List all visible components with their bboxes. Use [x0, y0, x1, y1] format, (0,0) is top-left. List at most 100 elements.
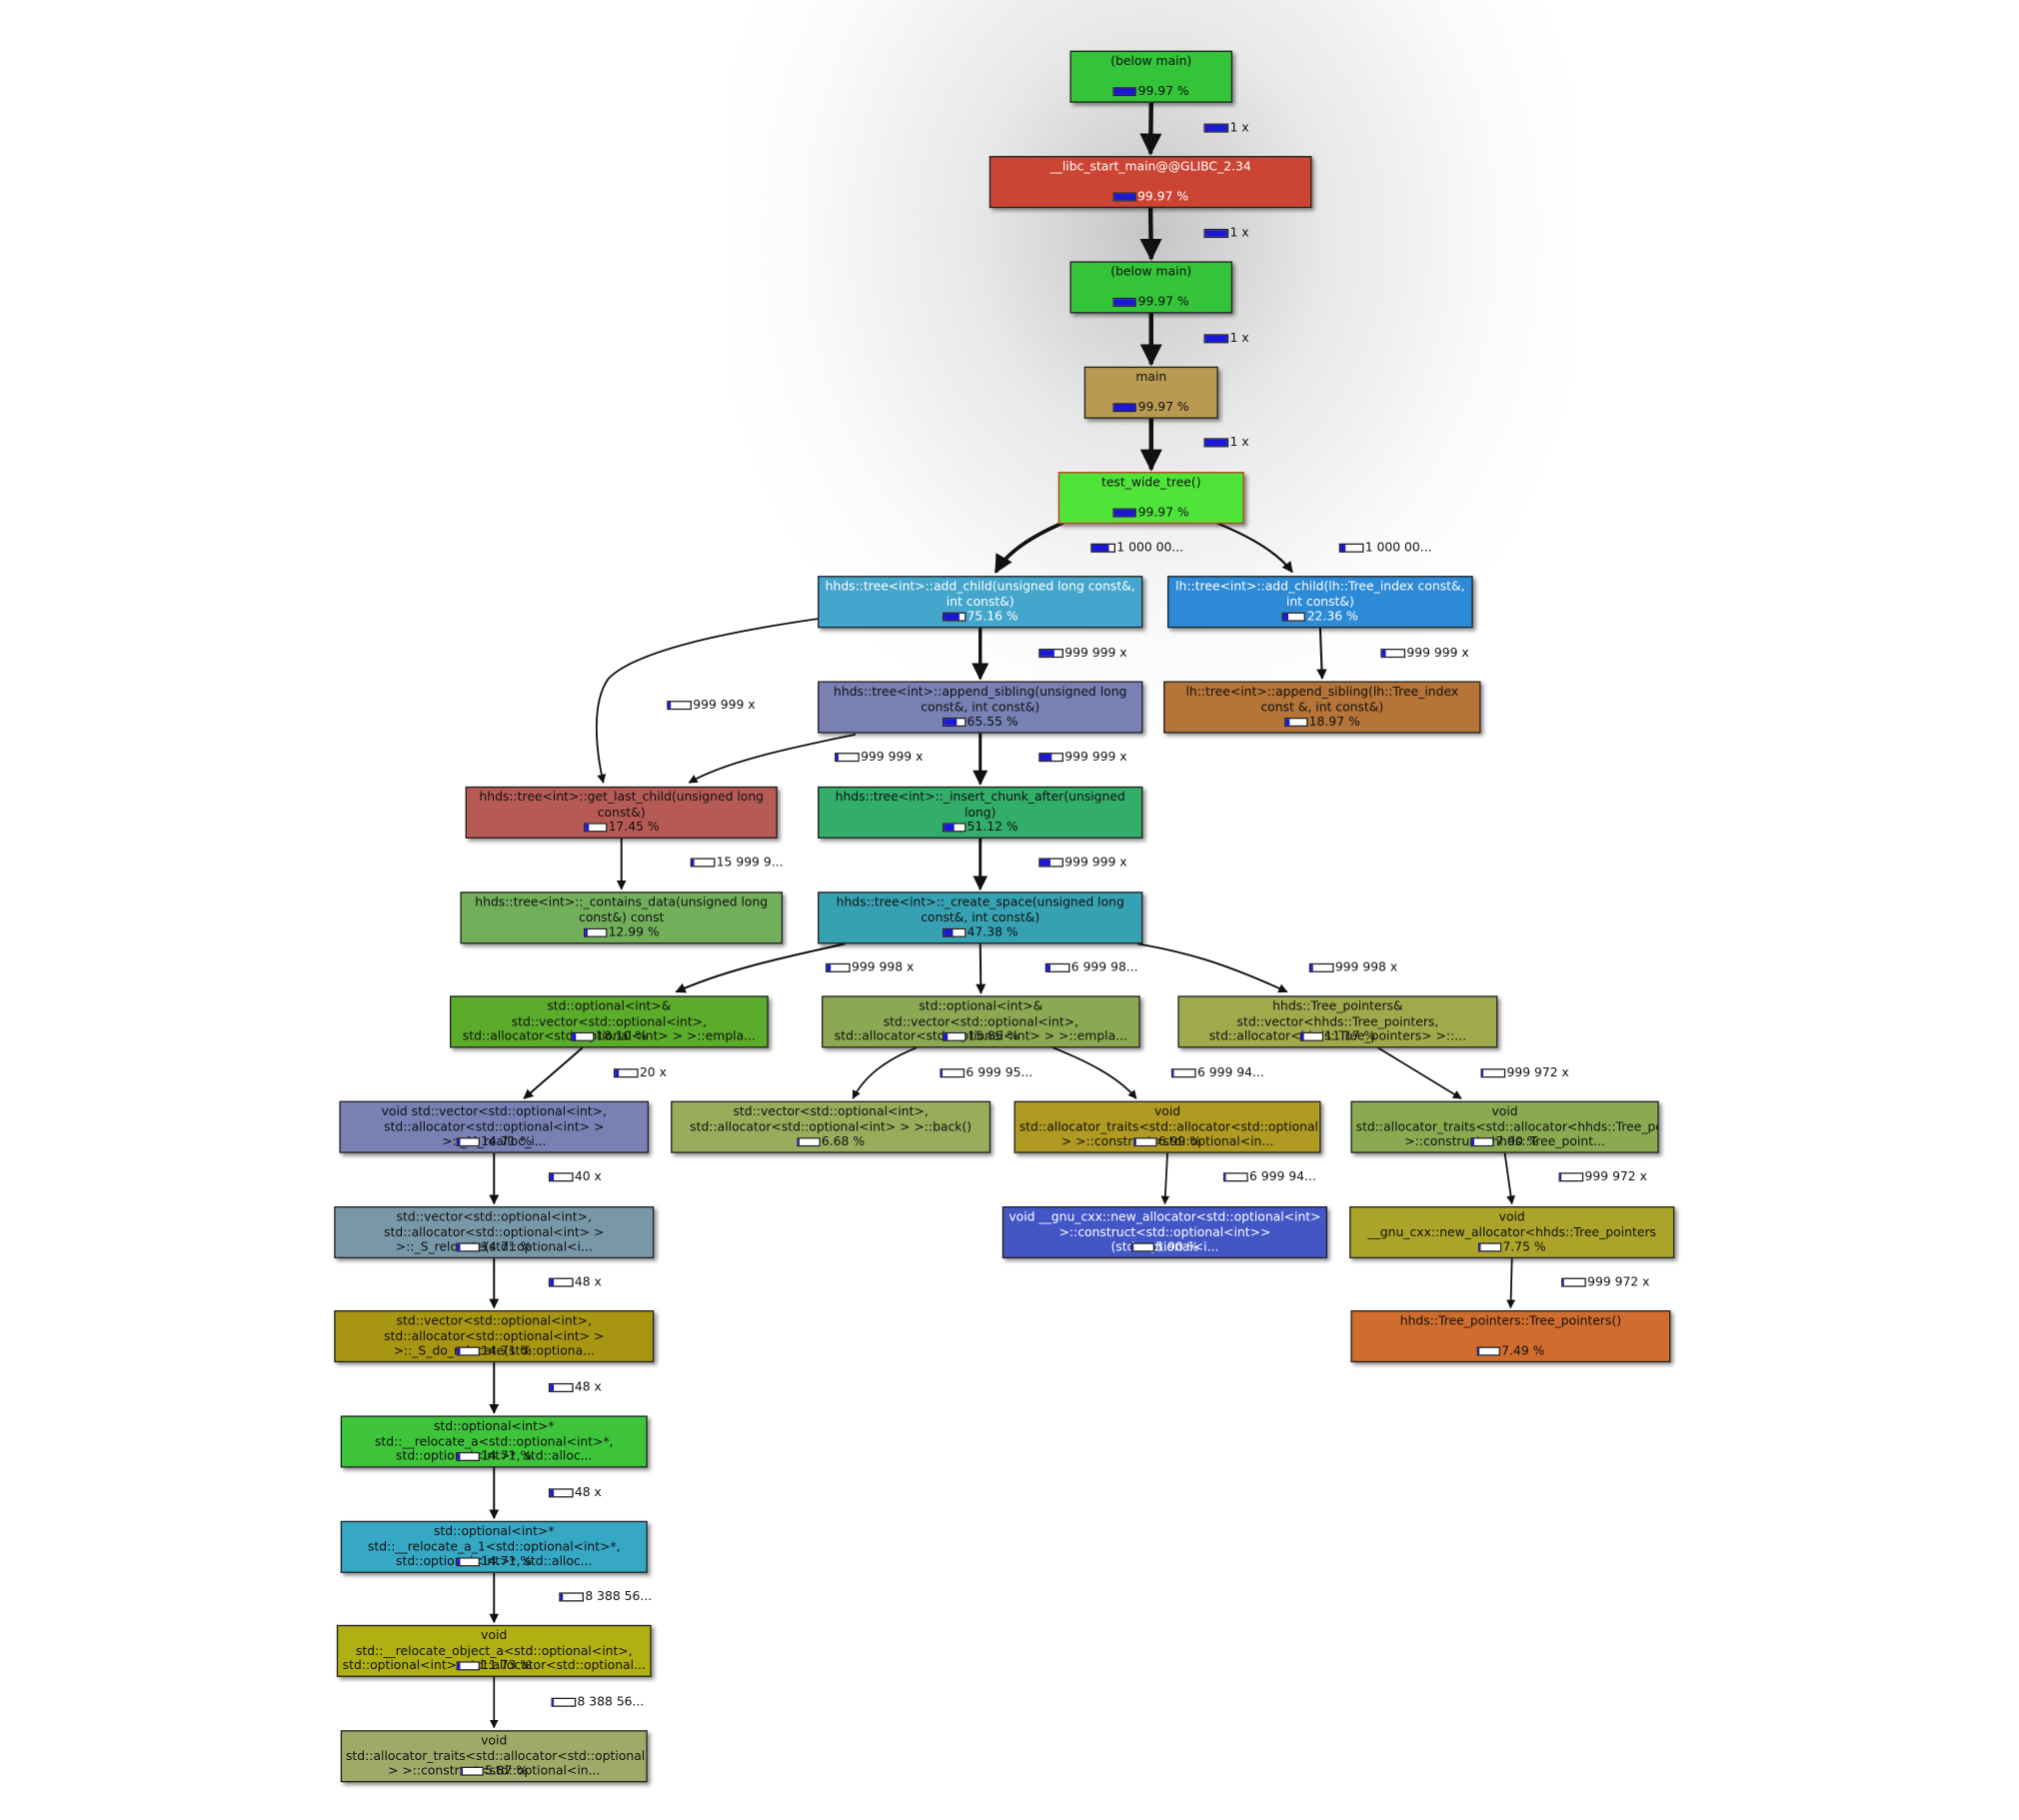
edge-call-count: 20 x	[639, 1065, 667, 1080]
edge-label-n13-n16: 20 x	[613, 1065, 667, 1080]
node-percent: 22.36 %	[1168, 610, 1471, 624]
node-n6[interactable]: lh::tree<int>::add_child(lh::Tree_index …	[1167, 576, 1473, 629]
node-label: hhds::tree<int>::_insert_chunk_after(uns…	[835, 790, 1125, 821]
node-n28[interactable]: void std::allocator_traits<std::allocato…	[340, 1730, 648, 1783]
edge-call-count: 1 x	[1229, 331, 1249, 346]
percent-bar	[1203, 438, 1229, 448]
percent-bar	[1380, 649, 1406, 659]
node-percent: 14.71 %	[336, 1344, 653, 1358]
edge-call-count: 8 388 56...	[577, 1695, 645, 1710]
edge-label-n4-n6: 1 000 00...	[1338, 541, 1432, 556]
edge-call-count: 6 999 94...	[1248, 1169, 1316, 1184]
node-n10[interactable]: hhds::tree<int>::_insert_chunk_after(uns…	[818, 786, 1143, 839]
node-percent: 5.90 %	[1004, 1240, 1326, 1254]
edge-call-count: 1 000 00...	[1364, 541, 1432, 556]
node-percent: 99.97 %	[991, 190, 1310, 204]
edge-n12-n13	[675, 942, 846, 993]
edge-call-count: 15 999 9...	[716, 855, 784, 871]
node-n7[interactable]: hhds::tree<int>::append_sibling(unsigned…	[818, 681, 1143, 734]
node-n5[interactable]: hhds::tree<int>::add_child(unsigned long…	[818, 576, 1143, 629]
node-percent-text: 12.99 %	[608, 925, 660, 940]
node-n13[interactable]: std::optional<int>& std::vector<std::opt…	[450, 995, 769, 1048]
percent-bar	[1470, 1137, 1495, 1147]
edge-label-n7-n10: 999 999 x	[1038, 750, 1127, 765]
percent-bar	[1090, 543, 1116, 553]
node-n17[interactable]: std::vector<std::optional<int>, std::all…	[671, 1100, 992, 1153]
edge-label-n18-n21: 6 999 94...	[1222, 1169, 1316, 1184]
node-percent: 18.10 %	[451, 1029, 767, 1043]
node-n24[interactable]: hhds::Tree_pointers::Tree_pointers()7.49…	[1350, 1310, 1671, 1363]
node-percent: 99.97 %	[1071, 295, 1231, 310]
node-label: std::optional<int>* std::__relocate_a<st…	[374, 1419, 614, 1464]
node-n9[interactable]: hhds::tree<int>::get_last_child(unsigned…	[465, 786, 778, 839]
node-n11[interactable]: hhds::tree<int>::_contains_data(unsigned…	[460, 892, 784, 944]
node-percent: 6.99 %	[1015, 1135, 1319, 1149]
node-label: std::optional<int>* std::__relocate_a_1<…	[367, 1524, 621, 1569]
node-percent: 12.99 %	[462, 925, 782, 939]
edge-call-count: 999 998 x	[851, 960, 915, 975]
node-percent: 47.38 %	[819, 925, 1141, 939]
node-percent-text: 18.97 %	[1308, 715, 1360, 730]
node-percent-text: 99.97 %	[1137, 400, 1189, 415]
percent-bar	[1038, 858, 1063, 868]
node-n25[interactable]: std::optional<int>* std::__relocate_a<st…	[340, 1415, 648, 1468]
edge-n14-n18	[1052, 1046, 1137, 1099]
node-label: hhds::tree<int>::_create_space(unsigned …	[836, 896, 1124, 925]
edge-n12-n14	[976, 943, 987, 994]
node-n23[interactable]: std::vector<std::optional<int>, std::all…	[334, 1310, 655, 1363]
node-n16[interactable]: void std::vector<std::optional<int>, std…	[339, 1100, 650, 1153]
edge-call-count: 999 999 x	[1064, 750, 1127, 765]
percent-bar	[1170, 1068, 1196, 1078]
edge-n5-n9	[595, 618, 819, 784]
node-n26[interactable]: std::optional<int>* std::__relocate_a_1<…	[340, 1520, 648, 1573]
node-n22[interactable]: void __gnu_cxx::new_allocator<hhds::Tree…	[1349, 1206, 1675, 1259]
node-percent-text: 51.12 %	[967, 820, 1018, 836]
node-label: void std::allocator_traits<std::allocato…	[1355, 1104, 1658, 1149]
node-n0[interactable]: (below main)99.97 %	[1069, 50, 1233, 103]
node-n18[interactable]: void std::allocator_traits<std::allocato…	[1013, 1100, 1321, 1153]
node-percent: 99.97 %	[1059, 506, 1242, 520]
node-n27[interactable]: void std::__relocate_object_a<std::optio…	[336, 1624, 652, 1677]
edge-label-n14-n18: 6 999 94...	[1170, 1066, 1264, 1080]
edge-call-count: 1 x	[1229, 435, 1249, 451]
edge-call-count: 999 972 x	[1506, 1065, 1569, 1080]
edge-call-count: 48 x	[574, 1380, 602, 1395]
percent-bar	[456, 1137, 480, 1147]
node-n2[interactable]: (below main)99.97 %	[1069, 261, 1233, 314]
edge-label-n9-n11: 15 999 9...	[690, 855, 784, 871]
percent-bar	[1112, 297, 1137, 307]
node-percent-text: 14.71 %	[481, 1554, 533, 1569]
node-n19[interactable]: void std::allocator_traits<std::allocato…	[1350, 1100, 1659, 1153]
percent-bar	[1299, 1031, 1323, 1041]
node-label: hhds::tree<int>::_contains_data(unsigned…	[475, 896, 769, 925]
edge-label-n0-n1: 1 x	[1203, 120, 1249, 136]
node-n4[interactable]: test_wide_tree()99.97 %	[1057, 472, 1244, 525]
node-percent: 11.17 %	[1179, 1029, 1496, 1043]
percent-bar	[583, 823, 608, 833]
node-label: hhds::tree<int>::add_child(unsigned long…	[825, 580, 1135, 610]
node-percent-text: 99.97 %	[1137, 505, 1189, 521]
edge-n4-n6	[1214, 521, 1293, 574]
node-n20[interactable]: std::vector<std::optional<int>, std::all…	[334, 1206, 655, 1259]
percent-bar	[1203, 228, 1229, 239]
percent-bar	[1283, 717, 1308, 728]
node-n21[interactable]: void __gnu_cxx::new_allocator<std::optio…	[1002, 1206, 1328, 1259]
edge-call-count: 1 x	[1229, 226, 1249, 241]
node-percent-text: 14.71 %	[481, 1343, 533, 1359]
node-percent: 14.71 %	[342, 1449, 646, 1464]
node-percent-text: 17.45 %	[608, 820, 660, 836]
node-n12[interactable]: hhds::tree<int>::_create_space(unsigned …	[818, 892, 1143, 944]
node-n8[interactable]: lh::tree<int>::append_sibling(lh::Tree_i…	[1163, 681, 1481, 734]
percent-bar	[942, 927, 967, 937]
node-percent: 14.71 %	[342, 1555, 646, 1569]
percent-bar	[1281, 612, 1306, 622]
edge-n7-n9	[688, 734, 857, 784]
node-n15[interactable]: hhds::Tree_pointers& std::vector<hhds::T…	[1177, 995, 1498, 1048]
percent-bar	[456, 1661, 480, 1671]
node-n14[interactable]: std::optional<int>& std::vector<std::opt…	[822, 995, 1140, 1048]
edge-call-count: 1 x	[1229, 120, 1249, 136]
node-percent-text: 18.10 %	[596, 1029, 648, 1044]
node-label: lh::tree<int>::add_child(lh::Tree_index …	[1175, 580, 1465, 610]
